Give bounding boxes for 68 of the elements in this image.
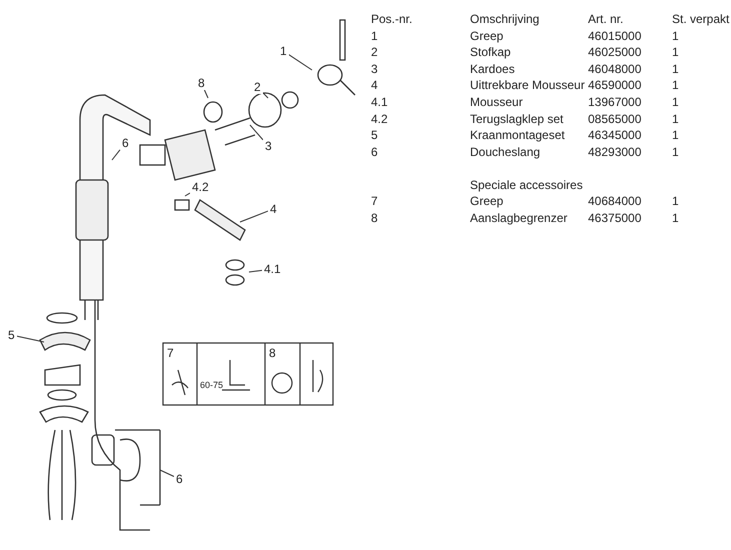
- pack-quantity: 1: [672, 112, 679, 126]
- leader-line: [160, 470, 174, 478]
- pack-quantity: 1: [672, 78, 679, 92]
- part-description: Kardoes: [470, 62, 515, 76]
- callout-number: 4.1: [262, 262, 283, 276]
- position-number: 8: [371, 210, 378, 225]
- leader-line: [112, 149, 120, 160]
- article-number: 46375000: [588, 210, 642, 225]
- part-description: Aanslagbegrenzer: [470, 210, 568, 225]
- leader-line: [262, 92, 268, 98]
- callout-number: 3: [263, 139, 274, 153]
- position-number: 3: [371, 62, 378, 76]
- pack-quantity: 1: [672, 45, 679, 60]
- position-number: 4.2: [371, 112, 388, 126]
- position-number: 6: [371, 144, 378, 159]
- pack-quantity: 1: [672, 210, 679, 225]
- callout-number: 8: [196, 76, 207, 90]
- article-number: 48293000: [588, 144, 642, 159]
- column-header: St. verpakt: [672, 12, 730, 26]
- part-description: Doucheslang: [470, 144, 540, 159]
- callout-number: 4: [268, 202, 279, 216]
- leader-line: [204, 90, 208, 98]
- leader-line: [288, 54, 312, 70]
- part-description: Stofkap: [470, 45, 511, 60]
- pack-quantity: 1: [672, 95, 679, 109]
- callout-number: 8: [269, 346, 276, 360]
- part-description: Uittrekbare Mousseur: [470, 78, 585, 92]
- callout-number: 4.2: [190, 180, 211, 194]
- position-number: 5: [371, 128, 378, 142]
- part-description: Terugslagklep set: [470, 112, 564, 126]
- article-number: 46048000: [588, 62, 642, 76]
- part-description: Greep: [470, 194, 504, 208]
- callout-number: 5: [6, 328, 17, 342]
- part-description: Mousseur: [470, 95, 523, 109]
- part-description: Kraanmontageset: [470, 128, 565, 142]
- section-heading: Speciale accessoires: [470, 178, 583, 192]
- column-header: Art. nr.: [588, 12, 624, 26]
- column-header: Omschrijving: [470, 12, 540, 26]
- callout-number: 7: [167, 346, 174, 360]
- callout-number: 2: [252, 80, 263, 94]
- pack-quantity: 1: [672, 28, 679, 43]
- position-number: 2: [371, 45, 378, 60]
- leader-line: [250, 124, 264, 140]
- leader-line: [248, 270, 262, 272]
- article-number: 40684000: [588, 194, 642, 208]
- callout-number: 6: [120, 136, 131, 150]
- leader-line: [16, 336, 44, 342]
- pack-quantity: 1: [672, 62, 679, 76]
- pack-quantity: 1: [672, 144, 679, 159]
- leader-line: [184, 192, 190, 196]
- dimension-label: 60-75: [200, 379, 224, 392]
- pack-quantity: 1: [672, 194, 679, 208]
- callout-number: 6: [174, 472, 185, 486]
- position-number: 4.1: [371, 95, 388, 109]
- callout-number: 1: [278, 44, 289, 58]
- article-number: 08565000: [588, 112, 642, 126]
- position-number: 4: [371, 78, 378, 92]
- column-header: Pos.-nr.: [371, 12, 412, 26]
- article-number: 46025000: [588, 45, 642, 60]
- article-number: 46015000: [588, 28, 642, 43]
- pack-quantity: 1: [672, 128, 679, 142]
- article-number: 46345000: [588, 128, 642, 142]
- position-number: 1: [371, 28, 378, 43]
- article-number: 46590000: [588, 78, 642, 92]
- article-number: 13967000: [588, 95, 642, 109]
- position-number: 7: [371, 194, 378, 208]
- part-description: Greep: [470, 28, 504, 43]
- leader-line: [240, 210, 268, 222]
